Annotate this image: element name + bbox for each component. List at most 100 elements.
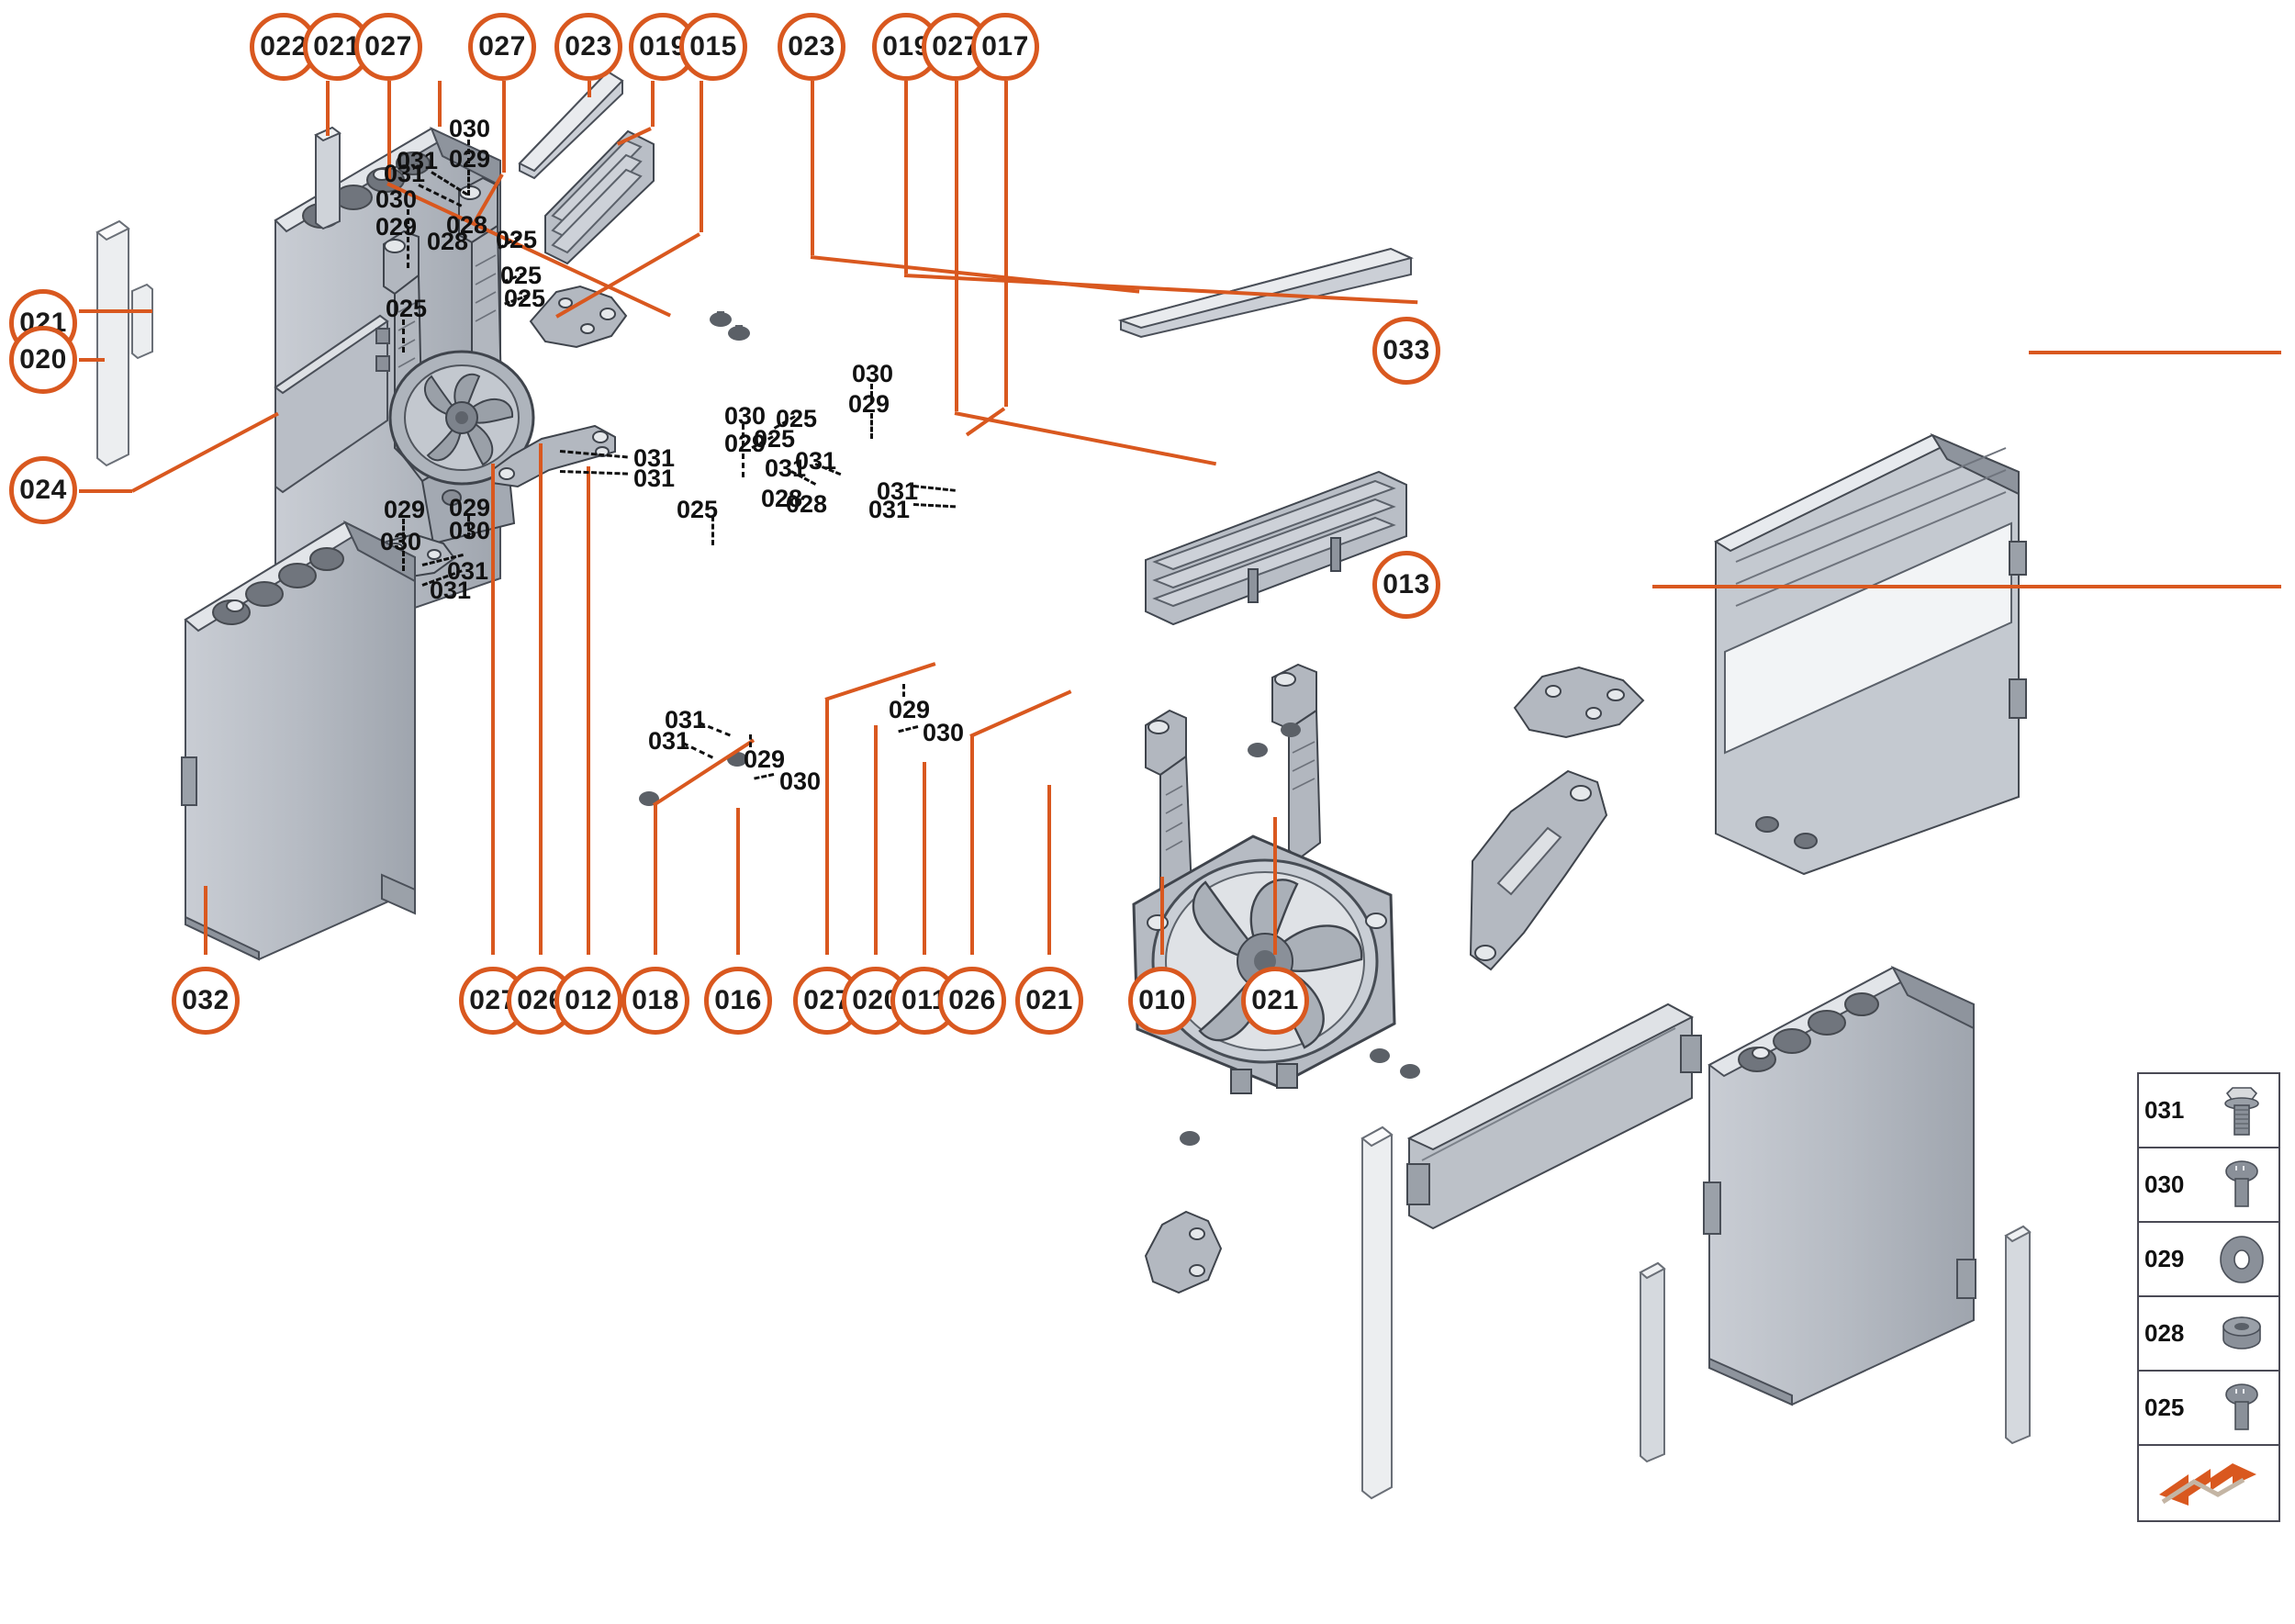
callout-top-027-3[interactable]: 027 — [468, 13, 536, 81]
dash-029-h — [902, 684, 905, 697]
inner-label-030-17: 030 — [449, 517, 491, 544]
callout-bottom-026-9[interactable]: 026 — [938, 967, 1006, 1035]
inner-label-031-27: 031 — [795, 447, 837, 475]
inner-label-029-21: 029 — [848, 390, 890, 418]
callout-top-019-5[interactable]: 019 — [629, 13, 697, 81]
callout-right-033-0[interactable]: 033 — [1372, 317, 1440, 385]
dash-030-g — [898, 725, 919, 734]
callout-top-023-7[interactable]: 023 — [778, 13, 845, 81]
callout-bottom-018-4[interactable]: 018 — [621, 967, 689, 1035]
callout-left-020-1[interactable]: 020 — [9, 326, 77, 394]
legend-row-direction — [2139, 1446, 2278, 1520]
dash-029-f — [742, 454, 744, 477]
inner-label-031-32: 031 — [868, 496, 911, 523]
callout-bottom-021-10[interactable]: 021 — [1015, 967, 1083, 1035]
leader-027b-v — [502, 81, 506, 173]
spacer-bushing-icon — [2211, 1312, 2273, 1356]
callout-left-024-2[interactable]: 024 — [9, 456, 77, 524]
part-seal-strip-020-right — [1357, 1122, 1397, 1507]
part-seal-strip-020 — [92, 216, 134, 473]
inner-label-030-36: 030 — [779, 767, 822, 795]
part-bracket-015 — [523, 275, 633, 358]
part-cooler-panel-011 — [1400, 991, 1703, 1239]
part-air-duct-grille-019-left — [540, 124, 659, 271]
leader-021-top — [326, 81, 330, 136]
orange-direction-arrow-icon — [2144, 1456, 2273, 1511]
leader-027-bottom — [491, 464, 495, 955]
leader-027-b2-v — [825, 698, 829, 955]
part-bracket-017 — [1506, 656, 1652, 748]
leader-012-bottom — [587, 466, 590, 955]
legend-number-031: 031 — [2144, 1096, 2185, 1124]
inner-label-025-10: 025 — [504, 285, 546, 312]
part-radiator-lower-left — [165, 510, 431, 969]
fastener-dot-2 — [728, 325, 750, 341]
inner-label-030-22: 030 — [724, 402, 767, 430]
inner-label-030-4: 030 — [375, 185, 418, 213]
callout-top-017-10[interactable]: 017 — [971, 13, 1039, 81]
dash-025-d — [402, 319, 405, 353]
leader-020-bottom — [874, 725, 878, 955]
inner-label-031-1: 031 — [397, 147, 439, 174]
leader-010-bottom — [1160, 877, 1164, 955]
legend-number-029: 029 — [2144, 1245, 2185, 1272]
dash-030-f — [754, 773, 775, 780]
dash-031-i — [912, 485, 956, 492]
dash-030-a — [467, 140, 470, 163]
dash-030-c — [402, 551, 405, 571]
part-air-duct-grille-019-right — [1138, 459, 1414, 633]
callout-top-027-2[interactable]: 027 — [354, 13, 422, 81]
inner-label-030-38: 030 — [923, 719, 965, 746]
legend-number-030: 030 — [2144, 1170, 2185, 1198]
legend-row-028: 028 — [2139, 1297, 2278, 1372]
dash-030-e — [742, 424, 744, 446]
inner-label-025-25: 025 — [754, 425, 796, 453]
leader-024-h — [79, 489, 132, 493]
callout-bottom-032-0[interactable]: 032 — [172, 967, 240, 1035]
callout-bottom-021-12[interactable]: 021 — [1241, 967, 1309, 1035]
dash-029-b — [407, 237, 409, 268]
legend-row-029: 029 — [2139, 1223, 2278, 1297]
dash-029-a — [467, 170, 470, 196]
leader-020-left — [79, 358, 105, 362]
inner-label-025-9: 025 — [500, 262, 543, 289]
dash-031-j — [912, 503, 957, 509]
inner-label-031-26: 031 — [765, 454, 807, 482]
legend-number-028: 028 — [2144, 1319, 2185, 1347]
inner-label-028-5: 028 — [446, 211, 488, 239]
callout-bottom-012-3[interactable]: 012 — [554, 967, 622, 1035]
leader-033 — [2029, 351, 2281, 354]
part-condenser-panel-024 — [268, 303, 397, 505]
leader-026-b2-v — [970, 734, 974, 955]
inner-label-031-13: 031 — [633, 465, 676, 492]
callout-top-023-4[interactable]: 023 — [554, 13, 622, 81]
flat-washer-icon — [2211, 1233, 2273, 1286]
leader-018-v — [654, 803, 657, 955]
inner-label-030-0: 030 — [449, 115, 491, 142]
dash-029-g — [749, 734, 752, 747]
leader-026-bottom — [539, 443, 543, 955]
part-bracket-016 — [1131, 1203, 1241, 1304]
callout-top-015-6[interactable]: 015 — [679, 13, 747, 81]
inner-label-028-29: 028 — [786, 490, 828, 518]
leader-021-b1 — [1047, 785, 1051, 955]
leader-021-left — [79, 309, 152, 313]
part-condenser-assembly-033 — [1703, 422, 2033, 890]
inner-label-031-31: 031 — [877, 477, 919, 505]
dash-030-b — [407, 209, 409, 242]
leader-026-b2-d — [969, 689, 1072, 738]
callout-bottom-016-5[interactable]: 016 — [704, 967, 772, 1035]
fastener-dot-8 — [1370, 1048, 1390, 1063]
fastener-dot-6 — [1281, 722, 1301, 737]
leader-015-v — [700, 81, 703, 232]
callout-bottom-010-11[interactable]: 010 — [1128, 967, 1196, 1035]
legend-row-025: 025 — [2139, 1372, 2278, 1446]
legend-row-031: 031 — [2139, 1074, 2278, 1148]
callout-right-013-1[interactable]: 013 — [1372, 551, 1440, 619]
dash-029-c — [402, 519, 405, 544]
leader-021-b2 — [1273, 817, 1277, 955]
inner-label-029-14: 029 — [384, 496, 426, 523]
leader-023a — [588, 81, 591, 97]
fastener-legend: 031 030 — [2137, 1072, 2280, 1522]
